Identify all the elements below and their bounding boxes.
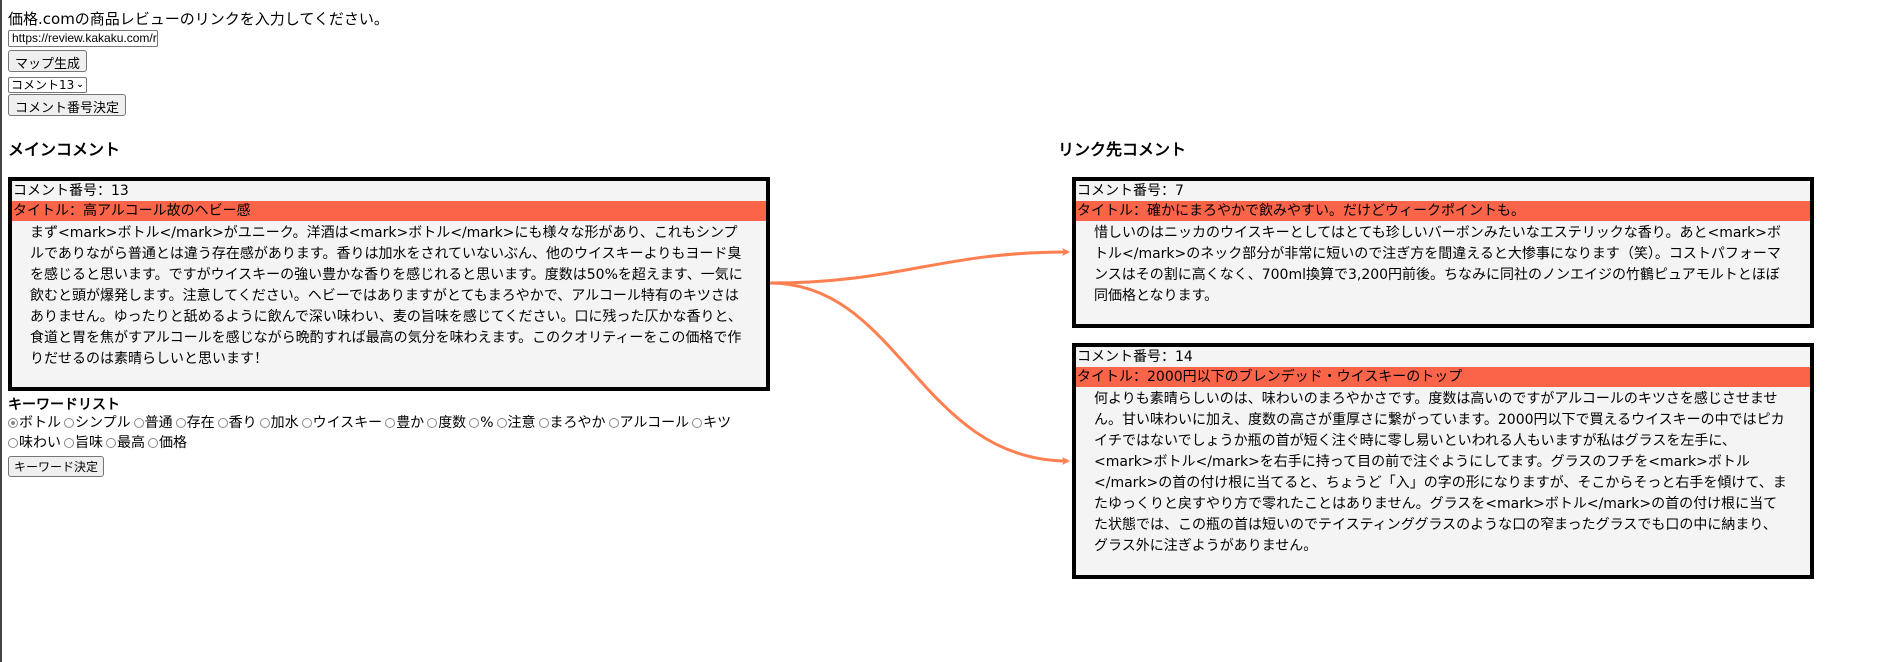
radio-icon[interactable] bbox=[217, 418, 228, 428]
instruction-text: 価格.comの商品レビューのリンクを入力してください。 bbox=[8, 10, 389, 28]
keyword-label: 豊か bbox=[396, 415, 425, 431]
radio-icon[interactable] bbox=[301, 418, 312, 428]
keyword-radio[interactable]: 普通 bbox=[133, 413, 173, 433]
keyword-radio[interactable]: 加水 bbox=[259, 413, 299, 433]
comment-number: コメント番号：14 bbox=[1077, 349, 1193, 365]
keyword-radio[interactable]: キツ bbox=[692, 413, 731, 433]
keyword-radio[interactable]: 価格 bbox=[148, 433, 187, 453]
radio-icon[interactable] bbox=[64, 438, 74, 448]
linked-comment-card: コメント番号：14 タイトル：2000円以下のブレンデッド・ウイスキーのトップ … bbox=[1072, 343, 1814, 579]
radio-icon[interactable] bbox=[385, 418, 396, 428]
url-input[interactable]: https://review.kakaku.com/review/ bbox=[8, 30, 158, 47]
keyword-radio[interactable]: まろやか bbox=[538, 413, 606, 433]
chevron-down-icon: ⌄ bbox=[76, 80, 84, 90]
keyword-label: アルコール bbox=[619, 415, 690, 431]
keyword-label: 普通 bbox=[144, 415, 173, 431]
keyword-radio[interactable]: 香り bbox=[217, 413, 257, 433]
radio-icon[interactable] bbox=[106, 438, 116, 448]
keyword-label: ウイスキー bbox=[312, 415, 383, 431]
keyword-label: 加水 bbox=[270, 415, 299, 431]
comment-body: 何よりも素晴らしいのは、味わいのまろやかさです。度数は高いのですがアルコールのキ… bbox=[1094, 391, 1787, 554]
keyword-label: ボトル bbox=[19, 415, 61, 431]
radio-icon[interactable] bbox=[8, 438, 18, 448]
keyword-radio[interactable]: 味わい bbox=[8, 433, 61, 453]
keyword-radio[interactable]: ボトル bbox=[8, 413, 61, 433]
comment-title: タイトル：確かにまろやかで飲みやすい。だけどウィークポイントも。 bbox=[1076, 201, 1810, 221]
keyword-radio-group: ボトルシンプル普通存在香り加水ウイスキー豊か度数% 注意まろやかアルコールキツ味わ… bbox=[8, 413, 778, 453]
keyword-radio[interactable]: アルコール bbox=[608, 413, 690, 433]
keyword-label: まろやか bbox=[549, 415, 606, 431]
keyword-radio[interactable]: 豊か bbox=[385, 413, 424, 433]
main-comment-card: コメント番号：13 タイトル：高アルコール故のヘビー感 まず<mark>ボトル<… bbox=[8, 177, 770, 391]
comment-title: タイトル：高アルコール故のヘビー感 bbox=[12, 201, 766, 221]
radio-icon[interactable] bbox=[469, 418, 480, 428]
comment-decide-button[interactable]: コメント番号決定 bbox=[8, 94, 127, 116]
keyword-label: 価格 bbox=[159, 435, 187, 451]
keyword-label: % bbox=[480, 415, 494, 431]
keyword-radio[interactable]: シンプル bbox=[64, 413, 131, 433]
keyword-label: キツ bbox=[703, 415, 732, 431]
radio-icon[interactable] bbox=[8, 418, 18, 428]
radio-icon[interactable] bbox=[175, 418, 186, 428]
arrow-to-comment-7 bbox=[769, 248, 1070, 285]
comment-body: 惜しいのはニッカのウイスキーとしてはとても珍しいバーボンみたいなエステリックな香… bbox=[1094, 225, 1782, 304]
generate-map-button[interactable]: マップ生成 bbox=[8, 50, 88, 72]
radio-icon[interactable] bbox=[496, 418, 507, 428]
linked-comment-heading: リンク先コメント bbox=[1058, 140, 1187, 159]
keyword-radio[interactable]: 存在 bbox=[175, 413, 215, 433]
radio-icon[interactable] bbox=[133, 418, 144, 428]
keyword-label: シンプル bbox=[75, 415, 131, 431]
window-edge bbox=[0, 0, 2, 662]
keyword-radio[interactable]: % bbox=[469, 413, 494, 433]
comment-body: まず<mark>ボトル</mark>がユニーク。洋酒は<mark>ボトル</ma… bbox=[30, 225, 743, 367]
keyword-radio[interactable]: 旨味 bbox=[64, 433, 103, 453]
keyword-radio[interactable]: 度数 bbox=[427, 413, 466, 433]
keyword-label: 度数 bbox=[438, 415, 467, 431]
comment-number: コメント番号：7 bbox=[1077, 183, 1184, 199]
keyword-label: 旨味 bbox=[75, 435, 103, 451]
arrow-to-comment-14 bbox=[769, 281, 1070, 465]
keyword-label: 注意 bbox=[507, 415, 536, 431]
comment-select[interactable]: コメント13 ⌄ bbox=[8, 77, 87, 93]
comment-title: タイトル：2000円以下のブレンデッド・ウイスキーのトップ bbox=[1076, 367, 1810, 387]
radio-icon[interactable] bbox=[427, 418, 438, 428]
radio-icon[interactable] bbox=[692, 418, 703, 428]
keyword-label: 味わい bbox=[19, 435, 61, 451]
keyword-label: 最高 bbox=[117, 435, 145, 451]
keyword-label: 存在 bbox=[186, 415, 215, 431]
comment-number: コメント番号：13 bbox=[13, 183, 129, 199]
radio-icon[interactable] bbox=[538, 418, 549, 428]
keyword-label: 香り bbox=[228, 415, 257, 431]
comment-select-value: コメント13 bbox=[11, 78, 75, 92]
main-comment-heading: メインコメント bbox=[8, 140, 121, 159]
keyword-radio[interactable]: 注意 bbox=[496, 413, 536, 433]
radio-icon[interactable] bbox=[148, 438, 158, 448]
keyword-decide-button[interactable]: キーワード決定 bbox=[8, 456, 105, 477]
radio-icon[interactable] bbox=[259, 418, 270, 428]
linked-comment-card: コメント番号：7 タイトル：確かにまろやかで飲みやすい。だけどウィークポイントも… bbox=[1072, 177, 1814, 328]
radio-icon[interactable] bbox=[64, 418, 74, 428]
radio-icon[interactable] bbox=[608, 418, 619, 428]
keyword-radio[interactable]: ウイスキー bbox=[301, 413, 383, 433]
keyword-radio[interactable]: 最高 bbox=[106, 433, 145, 453]
keyword-list-label: キーワードリスト bbox=[8, 397, 120, 413]
